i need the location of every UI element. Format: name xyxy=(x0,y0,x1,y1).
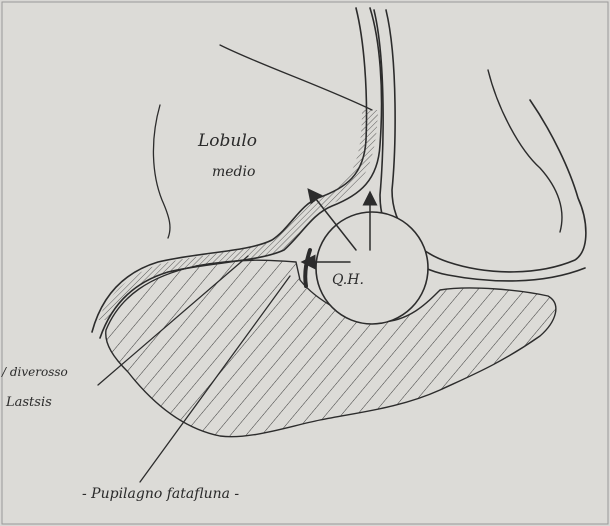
label-center: Q.H. xyxy=(332,272,364,288)
label-lobe-line2: medio xyxy=(212,164,255,180)
label-bottom: - Pupilagno fatafluna - xyxy=(82,486,239,502)
label-lobe-line1: Lobulo xyxy=(197,131,257,151)
label-left-line2: Lastsis xyxy=(5,395,52,410)
mass-circle xyxy=(316,212,428,324)
label-left-line1: / diverosso xyxy=(1,365,68,379)
